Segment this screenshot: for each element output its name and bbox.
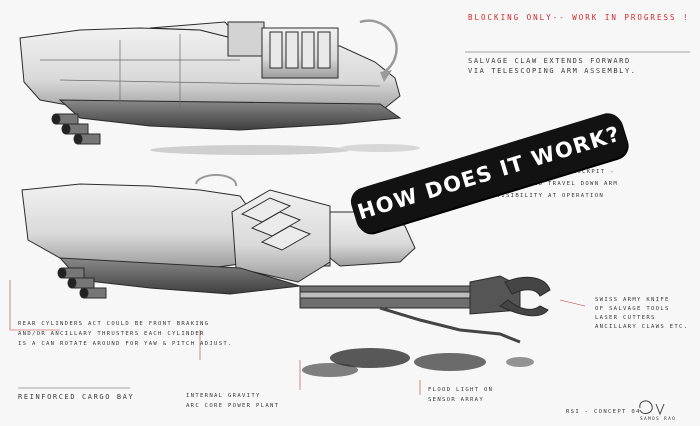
cockpit-note-line3: FOR VISIBILITY AT OPERATION: [478, 193, 605, 199]
bottom-ship-shadow: [302, 348, 534, 377]
bottom-hull-main: [21, 183, 256, 269]
flood-label-line1: FLOOD LIGHT ON: [428, 387, 494, 393]
ship-top-view: [19, 19, 402, 145]
rear-note-line2: AND/OR ANCILLARY THRUSTERS EACH CYLINDER: [18, 331, 205, 337]
annotation-leaders-grey: [18, 51, 690, 389]
top-claw-ribs: [269, 31, 331, 69]
rear-note-line3: IS A CAN ROTATE AROUND FOR YAW & PITCH A…: [18, 341, 233, 347]
arm-inner-rail: [299, 291, 471, 299]
blocking-note: BLOCKING ONLY-- WORK IN PROGRESS !: [468, 13, 690, 22]
bottom-cockpit-ribs: [240, 197, 312, 251]
cockpit-note-line2: CAN ROTATE AND TRAVEL DOWN ARM: [478, 181, 619, 187]
cargo-bay-label: REINFORCED CARGO BAY: [18, 393, 135, 401]
bottom-rear-thrusters: [57, 267, 107, 299]
salvage-claw-note-line1: SALVAGE CLAW EXTENDS FORWARD: [468, 57, 631, 65]
claw-upper: [504, 276, 551, 297]
top-panel-lines: [40, 34, 381, 108]
swiss-note-line3: LASER CUTTERS: [595, 315, 656, 321]
top-rear-thrusters: [51, 113, 101, 145]
salvage-claw-note-line2: VIA TELESCOPING ARM ASSEMBLY.: [468, 67, 637, 75]
top-rotation-arrowhead: [380, 70, 392, 82]
claw-lower: [499, 299, 549, 317]
signature-text: SAMOS RAO: [640, 417, 677, 422]
top-ship-shadow: [150, 144, 420, 155]
top-underside: [58, 99, 402, 131]
top-cockpit-module: [227, 21, 265, 57]
swiss-note-line4: ANCILLARY CLAWS ETC.: [595, 324, 689, 330]
top-rotation-arrow: [359, 19, 398, 74]
bottom-rotation-arrow: [195, 173, 238, 187]
gravity-label-line2: ARC CORE POWER PLANT: [186, 403, 280, 409]
swiss-note-line2: OF SALVAGE TOOLS: [595, 306, 670, 312]
tool-arm: [379, 306, 521, 344]
concept-label: RSI - CONCEPT 04: [566, 409, 641, 415]
swiss-note-line1: SWISS ARMY KNIFE: [595, 297, 670, 303]
gravity-label-line1: INTERNAL GRAVITY: [186, 393, 261, 399]
rear-note-line1: REAR CYLINDERS ACT COULD BE FRONT BRAKIN…: [18, 321, 210, 327]
flood-label-line2: SENSOR ARRAY: [428, 397, 485, 403]
ship-bottom-view: [21, 173, 551, 344]
signature-mark: [639, 400, 665, 416]
annotation-leaders: [9, 280, 586, 395]
